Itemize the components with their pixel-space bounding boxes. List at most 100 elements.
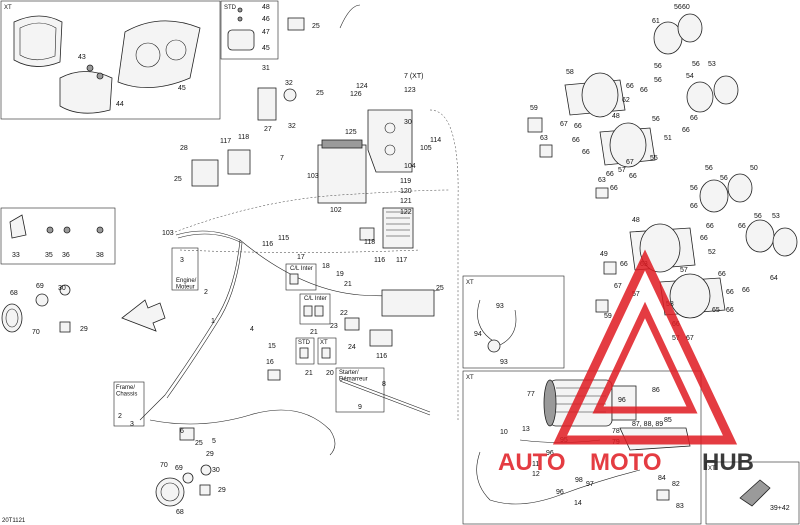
callout-19: 19 xyxy=(336,271,344,278)
cl-inter-box xyxy=(285,263,317,291)
boot-ring-53 xyxy=(686,81,714,113)
callout-18: 18 xyxy=(322,263,330,270)
callout-63: 64 xyxy=(770,275,778,282)
callout-33: 33 xyxy=(12,252,20,259)
boot-ring-49 xyxy=(727,173,753,203)
callout-56-b: 57 xyxy=(680,267,688,274)
diff-housing-47-lower xyxy=(639,223,681,273)
connector-114 xyxy=(369,329,393,347)
callout-96: 102 xyxy=(330,207,342,214)
callout-36: 36 xyxy=(62,252,70,259)
boot-ring-52 xyxy=(713,75,739,105)
automotohub-watermark: AUTO MOTO HUB xyxy=(498,249,754,476)
watermark-moto: MOTO xyxy=(590,449,662,476)
callout-115: 117 xyxy=(220,138,231,145)
clip-36 xyxy=(63,226,71,234)
callout-3-frame: 3 xyxy=(130,421,134,428)
bracket-98-hole xyxy=(384,122,396,134)
callout-20: 20 xyxy=(326,370,334,377)
callout-119: 121 xyxy=(400,198,412,205)
callout-120: 122 xyxy=(400,209,412,216)
xt-winch-box xyxy=(462,370,702,525)
callout-51: 52 xyxy=(708,249,716,256)
callout-21-b: 21 xyxy=(310,329,318,336)
relay-17 xyxy=(289,273,299,285)
callout-23: 23 xyxy=(330,323,338,330)
callout-15: 15 xyxy=(268,343,276,350)
callout-98: 104 xyxy=(404,163,416,170)
callout-42: 45 xyxy=(178,85,186,92)
callout-104: 117 xyxy=(396,257,407,264)
std-small-label: STD xyxy=(298,340,311,346)
callout-95: 98 xyxy=(575,477,583,484)
callout-30-left: 30 xyxy=(58,285,66,292)
gauge-bezel-inner xyxy=(19,22,57,61)
watermark-hub: HUB xyxy=(702,449,754,476)
callout-56-c: 57 xyxy=(632,291,640,298)
callout-28: 28 xyxy=(180,145,188,152)
callout-43: 45 xyxy=(262,45,270,52)
callout-114: 116 xyxy=(376,353,387,360)
callout-65-n: 66 xyxy=(718,271,726,278)
drawing-id: 20T1121 xyxy=(2,518,26,524)
regulator-103 xyxy=(382,207,414,249)
callout-57: 58 xyxy=(566,69,574,76)
std-gauge-box xyxy=(220,0,279,60)
callout-83: 84 xyxy=(658,475,666,482)
callout-97: 103 xyxy=(162,230,174,237)
callout-65-f: 66 xyxy=(582,149,590,156)
callout-35: 35 xyxy=(45,252,53,259)
callout-32-b: 32 xyxy=(288,123,296,130)
callout-6: 6 xyxy=(180,428,184,435)
callout-66-c: 66 xyxy=(742,287,750,294)
boot-ring-59 xyxy=(677,13,703,43)
xt-remote-label: XT xyxy=(708,466,716,472)
callout-82: 83 xyxy=(676,503,684,510)
gauge-screw-2 xyxy=(96,72,104,80)
callout-69: 69 xyxy=(36,283,44,290)
watermark-triangle-inner xyxy=(592,301,698,414)
callout-94: 97 xyxy=(586,481,594,488)
callout-29-c: 29 xyxy=(218,487,226,494)
winch-gear xyxy=(611,385,637,421)
cv-joints-upper xyxy=(527,13,739,199)
headlight-68-bottom-lens xyxy=(160,482,180,502)
callout-29-left: 29 xyxy=(80,326,88,333)
callout-66-a: 66 xyxy=(574,123,582,130)
socket-30 xyxy=(59,284,71,296)
callout-116: 118 xyxy=(238,134,249,141)
bracket-98-hole-2 xyxy=(384,144,396,156)
callout-84: 85 xyxy=(664,417,672,424)
callout-67-a: 67 xyxy=(560,121,568,128)
callout-2-engine: 2 xyxy=(204,289,208,296)
callout-69-b: 69 xyxy=(175,465,183,472)
gauge-cluster xyxy=(117,20,201,89)
cl-inter-label-2: C/L Inter xyxy=(304,296,327,302)
callout-117: 119 xyxy=(400,178,411,185)
callout-122: 124 xyxy=(356,83,368,90)
clip-33 xyxy=(9,214,27,239)
xt-small-label: XT xyxy=(320,340,328,346)
callout-45: 47 xyxy=(262,29,270,36)
callout-65-o: 66 xyxy=(726,289,734,296)
callout-65-g: 66 xyxy=(629,173,637,180)
callout-25-e: 25 xyxy=(195,440,203,447)
starter-box xyxy=(335,367,385,413)
xt-remote-box xyxy=(705,461,800,525)
callout-22: 22 xyxy=(340,310,348,317)
callout-11: 11 xyxy=(532,461,539,468)
callout-25-top: 25 xyxy=(312,23,320,30)
remote-126 xyxy=(739,479,771,507)
connector-25-top xyxy=(287,17,305,31)
sensor-62b xyxy=(595,187,609,199)
callout-58-b: 59 xyxy=(604,313,612,320)
std-nut xyxy=(237,16,243,22)
frame-outline-2 xyxy=(429,109,459,420)
frame-box xyxy=(113,381,145,427)
callout-68-b: 68 xyxy=(176,509,184,516)
callout-56-a: 57 xyxy=(618,167,626,174)
gauge-lens xyxy=(59,71,113,114)
harness-lower xyxy=(149,409,336,456)
callout-101: 115 xyxy=(278,235,289,242)
connector-81 xyxy=(656,489,670,501)
